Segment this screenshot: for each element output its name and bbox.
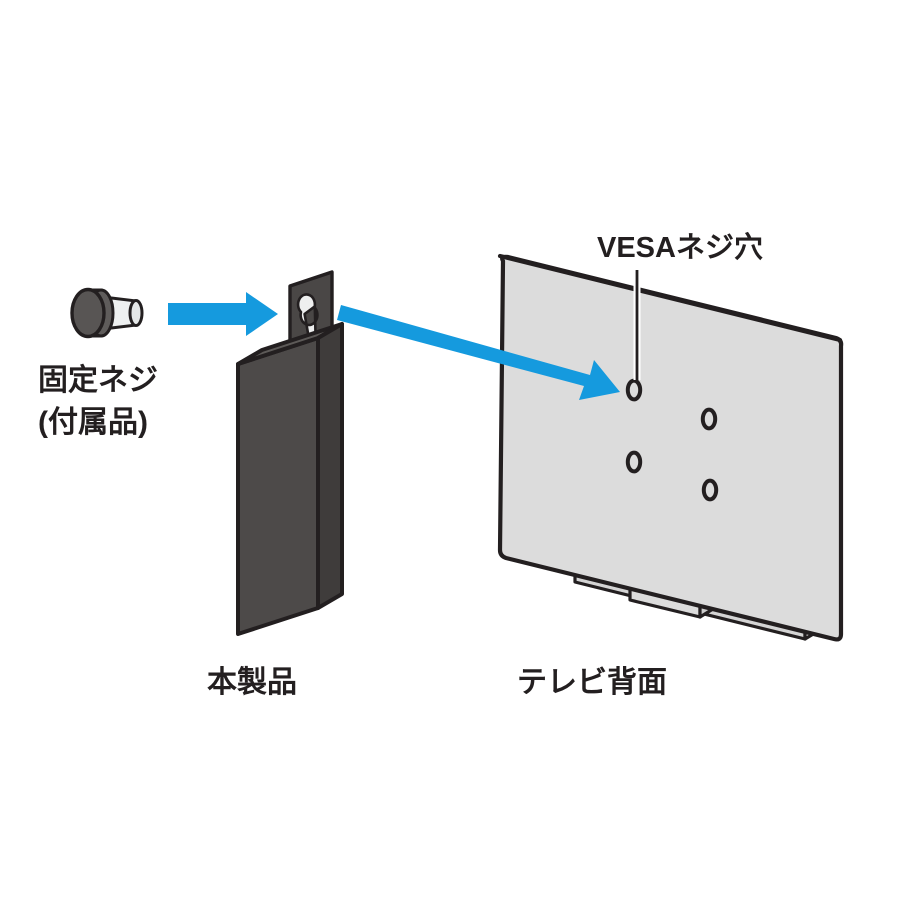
- mounting-screw: [70, 287, 144, 339]
- product-label: 本製品: [207, 666, 297, 699]
- device-side-face: [316, 322, 344, 610]
- screw-shaft-tip: [128, 299, 144, 327]
- screw-label-line2: (付属品): [38, 406, 148, 439]
- arrow-screw-to-bracket-icon: [168, 292, 278, 336]
- vesa-hole-top-left: [625, 378, 643, 402]
- television-group: [497, 253, 844, 642]
- screw-head-front-face: [70, 287, 106, 339]
- device-front-face: [236, 336, 320, 636]
- vesa-hole-bottom-right: [701, 478, 719, 502]
- device-body: [236, 322, 344, 636]
- arrow-group: [168, 292, 620, 400]
- tv-panel-top-edge: [497, 253, 843, 343]
- screw-label-line1: 固定ネジ: [38, 363, 158, 397]
- vesa-hole-group: [625, 378, 719, 502]
- vesa-hole-top-right: [700, 407, 718, 431]
- tv-panel: [497, 253, 844, 642]
- vesa-hole-bottom-left: [625, 450, 643, 474]
- arrow-device-to-tv-icon: [337, 305, 620, 400]
- tv-back-label: テレビ背面: [517, 666, 667, 699]
- product-device-group: [236, 270, 344, 636]
- vesa-hole-label: VESAネジ穴: [597, 231, 763, 264]
